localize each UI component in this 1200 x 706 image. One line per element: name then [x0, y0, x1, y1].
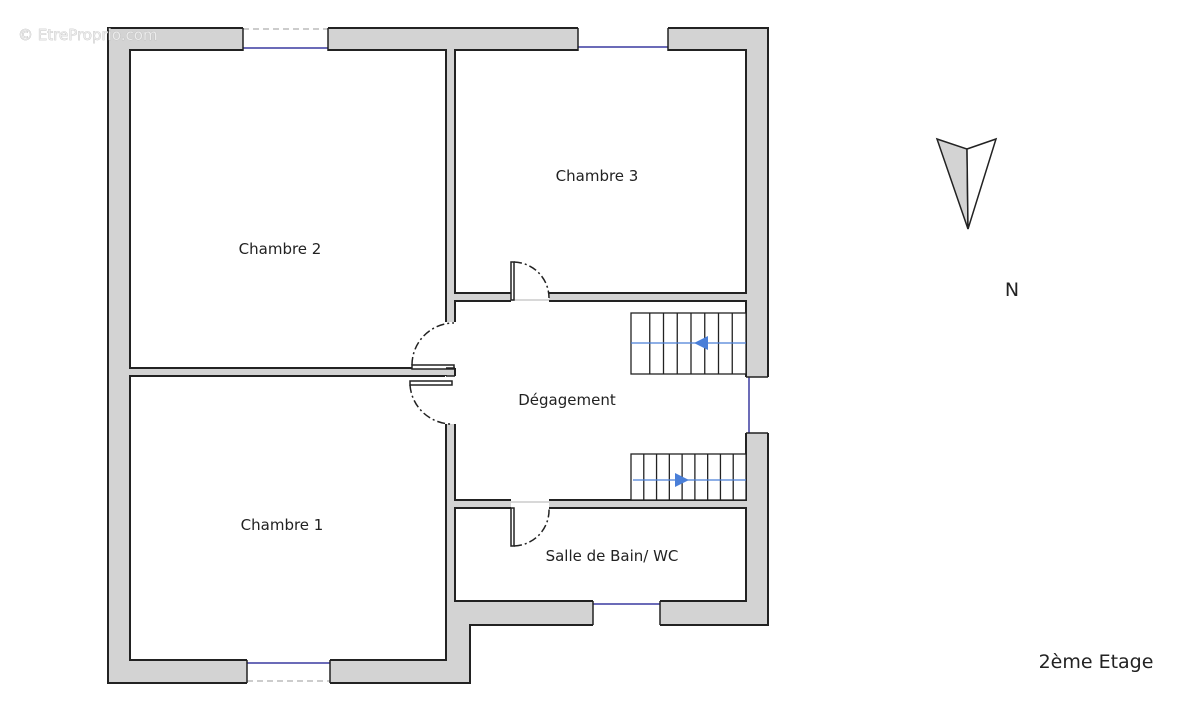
door-chambre-2	[411, 322, 456, 370]
doors	[409, 261, 550, 547]
floor-label: 2ème Etage	[1039, 651, 1154, 673]
room-chambre-2	[129, 49, 447, 369]
stairs-upper	[630, 312, 747, 375]
label-chambre-3: Chambre 3	[556, 167, 639, 185]
stair-arrow-icon	[694, 336, 708, 350]
door-salle-de-bain	[510, 499, 550, 547]
door-chambre-1	[409, 376, 456, 425]
north-arrow-icon	[935, 137, 998, 230]
window-chambre-3	[577, 27, 669, 51]
windows	[242, 27, 769, 684]
watermark: © EtreProprio.com	[18, 26, 158, 44]
door-chambre-3	[510, 261, 550, 302]
room-chambre-3	[454, 49, 747, 294]
room-chambre-1	[129, 375, 447, 661]
label-chambre-2: Chambre 2	[239, 240, 322, 258]
window-salle-de-bain	[592, 600, 661, 626]
window-chambre-1	[246, 659, 331, 684]
label-degagement: Dégagement	[518, 391, 616, 409]
label-chambre-1: Chambre 1	[241, 516, 324, 534]
window-chambre-2	[242, 27, 329, 51]
window-degagement	[745, 376, 769, 434]
room-salle-de-bain	[454, 507, 747, 602]
stair-arrow-icon	[675, 473, 689, 487]
compass-label: N	[1005, 279, 1019, 301]
label-salle-de-bain: Salle de Bain/ WC	[546, 547, 679, 565]
stairs-lower	[630, 453, 747, 501]
